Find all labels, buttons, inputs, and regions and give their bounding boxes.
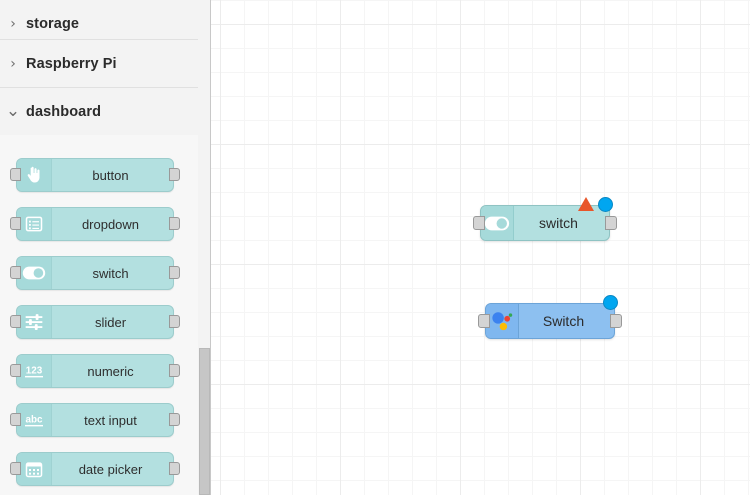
node-input-port[interactable] (10, 462, 21, 475)
node-input-port[interactable] (10, 168, 21, 181)
node-input-port[interactable] (473, 216, 485, 230)
node-input-port[interactable] (10, 217, 21, 230)
palette-node-label: button (92, 167, 129, 183)
pointer-hand-icon (17, 159, 52, 191)
svg-text:123: 123 (26, 366, 43, 377)
palette-node-label: text input (84, 412, 137, 428)
toggle-switch-icon (481, 206, 514, 240)
flow-node-google-assistant-switch[interactable]: Switch (478, 295, 622, 339)
palette-scrollbar-thumb[interactable] (199, 348, 210, 495)
chevron-right-icon: › (10, 55, 16, 72)
palette-node-slider[interactable]: slider (10, 305, 180, 339)
node-input-port[interactable] (10, 315, 21, 328)
palette-node-date-picker[interactable]: date picker (10, 452, 180, 486)
google-assistant-icon (486, 304, 519, 338)
palette-category-label: Raspberry Pi (26, 55, 117, 72)
node-input-port[interactable] (10, 364, 21, 377)
palette-node-button[interactable]: button (10, 158, 180, 192)
toggle-switch-icon (17, 257, 52, 289)
node-changed-dot-icon[interactable] (603, 295, 618, 310)
palette-scrollbar-track[interactable] (198, 0, 210, 495)
text-abc-icon: abc (17, 404, 52, 436)
palette-node-dropdown[interactable]: dropdown (10, 207, 180, 241)
node-warning-triangle-icon[interactable] (578, 197, 594, 211)
node-output-port[interactable] (169, 168, 180, 181)
node-input-port[interactable] (10, 266, 21, 279)
palette-category-dashboard[interactable]: ⌄ dashboard (0, 87, 210, 135)
node-output-port[interactable] (169, 364, 180, 377)
palette-node-text-input[interactable]: abc text input (10, 403, 180, 437)
palette-category-raspberry-pi[interactable]: › Raspberry Pi (0, 39, 210, 87)
node-changed-dot-icon[interactable] (598, 197, 613, 212)
node-output-port[interactable] (610, 314, 622, 328)
palette-node-label: slider (94, 314, 127, 330)
sliders-icon (17, 306, 52, 338)
palette-category-body-dashboard: button dropdown (0, 135, 210, 495)
list-box-icon (17, 208, 52, 240)
palette-node-numeric[interactable]: 123 numeric (10, 354, 180, 388)
node-input-port[interactable] (10, 413, 21, 426)
chevron-right-icon: › (10, 16, 16, 32)
flow-node-switch[interactable]: switch (473, 197, 617, 241)
svg-text:abc: abc (25, 415, 43, 426)
node-output-port[interactable] (169, 266, 180, 279)
palette-node-switch[interactable]: switch (10, 256, 180, 290)
node-output-port[interactable] (169, 413, 180, 426)
numeric-123-icon: 123 (17, 355, 52, 387)
node-palette[interactable]: › storage › Raspberry Pi ⌄ dashboard but… (0, 0, 211, 495)
chevron-down-icon: ⌄ (5, 101, 21, 121)
node-output-port[interactable] (169, 315, 180, 328)
calendar-icon (17, 453, 52, 485)
flow-node-label: switch (539, 215, 578, 231)
node-output-port[interactable] (169, 217, 180, 230)
palette-node-label: dropdown (81, 216, 140, 232)
palette-category-label: storage (26, 16, 80, 32)
palette-node-label: switch (92, 265, 129, 281)
flow-canvas[interactable]: switch Switch (211, 0, 750, 495)
node-output-port[interactable] (605, 216, 617, 230)
node-input-port[interactable] (478, 314, 490, 328)
palette-node-label: date picker (78, 461, 143, 477)
palette-node-label: numeric (87, 363, 134, 379)
node-output-port[interactable] (169, 462, 180, 475)
flow-node-label: Switch (542, 313, 585, 329)
palette-category-label: dashboard (26, 103, 102, 120)
